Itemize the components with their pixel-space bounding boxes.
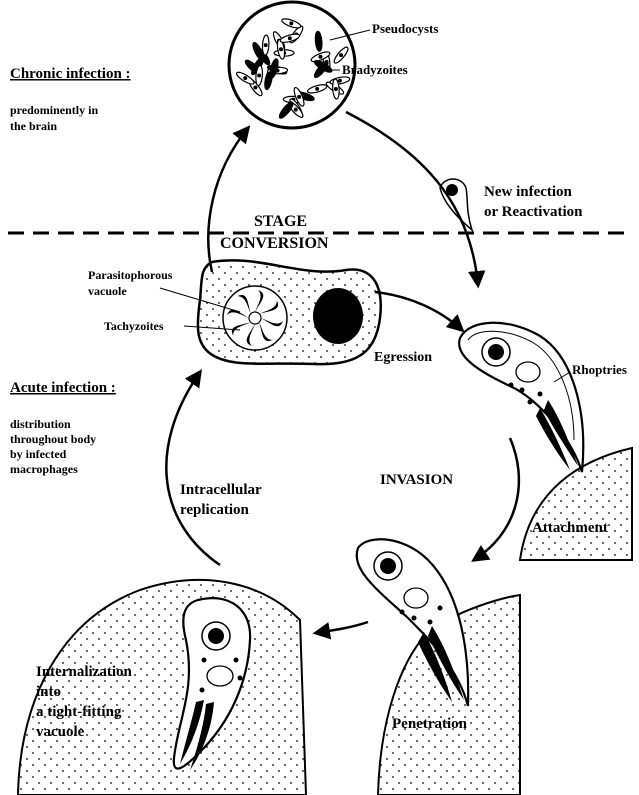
new-infection-line-1: New infection (484, 184, 573, 200)
arrow-invasion (474, 438, 519, 560)
internalization-label-4: vacuole (36, 724, 85, 740)
host-cell-internalization (18, 580, 306, 795)
stage-conversion-line-1: STAGE (254, 213, 307, 230)
infected-macrophage (198, 260, 381, 364)
parasitophorous-label-1: Parasitophorous (88, 268, 173, 282)
arrow-penetration-to-internalization (316, 622, 368, 633)
attachment-label: Attachment (532, 520, 608, 536)
arrow-replication (166, 372, 220, 565)
acute-desc-line-1: distribution (10, 417, 71, 431)
egression-label: Egression (374, 350, 432, 365)
parasite-egression (459, 323, 583, 472)
free-parasite-icon (440, 179, 472, 230)
acute-desc-line-3: by infected (10, 447, 67, 461)
stage-conversion-line-2: CONVERSION (220, 235, 329, 252)
acute-infection-title: Acute infection : (10, 380, 116, 396)
host-cell-attachment (520, 448, 632, 560)
arrow-egression (375, 292, 462, 330)
chronic-desc-line-1: predominently in (10, 103, 98, 117)
intracellular-label-1: Intracellular (180, 482, 262, 498)
acute-desc-line-4: macrophages (10, 462, 78, 476)
intracellular-label-2: replication (180, 502, 250, 518)
tachyzoites-label: Tachyzoites (104, 319, 164, 333)
pseudocysts-label: Pseudocysts (372, 21, 438, 36)
internalization-label-2: into (36, 684, 61, 700)
parasitophorous-vacuole (223, 286, 287, 350)
bradyzoites-label: Bradyzoites (342, 62, 408, 77)
chronic-desc-line-2: the brain (10, 119, 57, 133)
acute-desc-line-2: throughout body (10, 432, 96, 446)
chronic-infection-title: Chronic infection : (10, 66, 131, 82)
invasion-label: INVASION (380, 472, 453, 488)
parasitophorous-label-2: vacuole (88, 284, 127, 298)
pseudocyst (229, 2, 355, 128)
rhoptries-label: Rhoptries (572, 362, 627, 377)
internalization-label-1: Internalization (36, 664, 132, 680)
internalization-label-3: a tight-fitting (36, 704, 122, 720)
penetration-label: Penetration (392, 716, 468, 732)
new-infection-line-2: or Reactivation (484, 204, 583, 220)
